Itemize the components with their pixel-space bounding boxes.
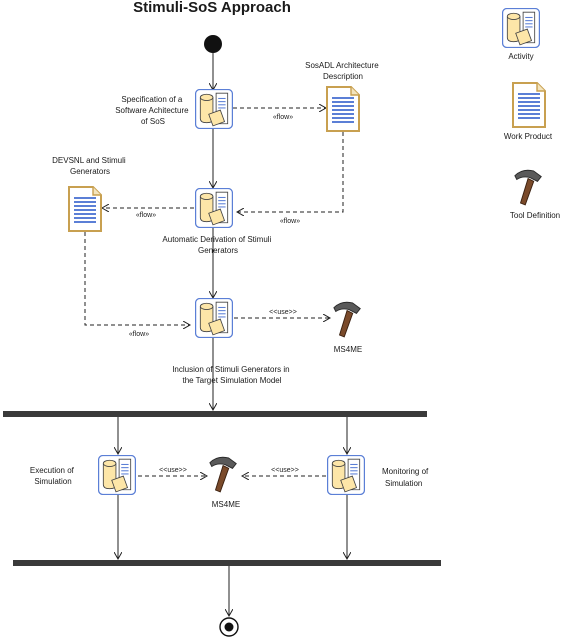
- legend: Activity Work Product Tool Definition: [502, 8, 560, 220]
- dashed-edges: [84, 108, 344, 476]
- label-execution: Execution of Simulation: [30, 466, 76, 486]
- join-bar: [13, 560, 441, 566]
- diagram-title: Stimuli-SoS Approach: [133, 0, 291, 16]
- label-specification-line2: Software Achitecture: [115, 106, 189, 115]
- label-ms4me-bottom: MS4ME: [212, 500, 240, 509]
- activity-monitoring-icon[interactable]: [327, 455, 365, 495]
- fork-bar: [3, 411, 427, 417]
- label-devsnl: DEVSNL and Stimuli Generators: [52, 156, 128, 176]
- edge-label-flow-sosadl-deriv: «flow»: [280, 218, 300, 225]
- label-inclusion: Inclusion of Stimuli Generators in the T…: [172, 365, 292, 385]
- edge-label-flow-devsnl-inclusion: «flow»: [129, 331, 149, 338]
- label-inclusion-line2: the Target Simulation Model: [182, 376, 281, 385]
- label-derivation-line2: Generators: [198, 246, 238, 255]
- legend-activity-icon: [502, 8, 540, 48]
- label-inclusion-line1: Inclusion of Stimuli Generators in: [172, 365, 289, 374]
- label-derivation: Automatic Derivation of Stimuli Generato…: [162, 235, 273, 255]
- label-monitoring: Monitoring of Simulation: [382, 467, 430, 488]
- edge-label-flow-spec-sosadl: «flow»: [273, 114, 293, 121]
- label-devsnl-line2: Generators: [70, 167, 110, 176]
- legend-activity-label: Activity: [508, 52, 533, 61]
- label-execution-line1: Execution of: [30, 466, 75, 475]
- final-node: [219, 617, 239, 637]
- label-sosadl: SosADL Architecture Description: [305, 61, 381, 81]
- label-specification-line1: Specification of a: [121, 95, 182, 104]
- edge-label-flow-deriv-devsnl: «flow»: [136, 212, 156, 219]
- control-flow-edges: [118, 53, 347, 616]
- label-specification-line3: of SoS: [141, 117, 165, 126]
- label-sosadl-line2: Description: [323, 72, 363, 81]
- label-monitoring-line1: Monitoring of: [382, 467, 429, 476]
- edge-label-use-execution: <<use>>: [159, 467, 187, 474]
- legend-work-product-icon: [512, 82, 546, 128]
- work-product-devsnl-icon[interactable]: [68, 186, 102, 232]
- legend-tool-label: Tool Definition: [510, 211, 560, 220]
- activity-execution-icon[interactable]: [98, 455, 136, 495]
- label-execution-line2: Simulation: [34, 477, 71, 486]
- label-sosadl-line1: SosADL Architecture: [305, 61, 379, 70]
- legend-work-product-label: Work Product: [504, 132, 553, 141]
- tool-ms4me-top-icon[interactable]: [333, 301, 361, 338]
- flow-devsnl-to-inclusion: [84, 232, 190, 325]
- tool-ms4me-bottom-icon[interactable]: [209, 456, 237, 493]
- work-product-sosadl-icon[interactable]: [326, 86, 360, 132]
- activity-specification-icon[interactable]: [195, 89, 233, 129]
- label-specification: Specification of a Software Achitecture …: [115, 95, 191, 126]
- activity-inclusion-icon[interactable]: [195, 298, 233, 338]
- label-devsnl-line1: DEVSNL and Stimuli: [52, 156, 126, 165]
- activity-derivation-icon[interactable]: [195, 188, 233, 228]
- label-ms4me-top: MS4ME: [334, 345, 362, 354]
- initial-node: [204, 35, 222, 53]
- label-monitoring-line2: Simulation: [385, 479, 422, 488]
- legend-tool-icon: [514, 169, 542, 206]
- edge-label-use-inclusion: <<use>>: [269, 309, 297, 316]
- flow-sosadl-to-derivation: [237, 132, 344, 212]
- label-derivation-line1: Automatic Derivation of Stimuli: [162, 235, 271, 244]
- edge-label-use-monitoring: <<use>>: [271, 467, 299, 474]
